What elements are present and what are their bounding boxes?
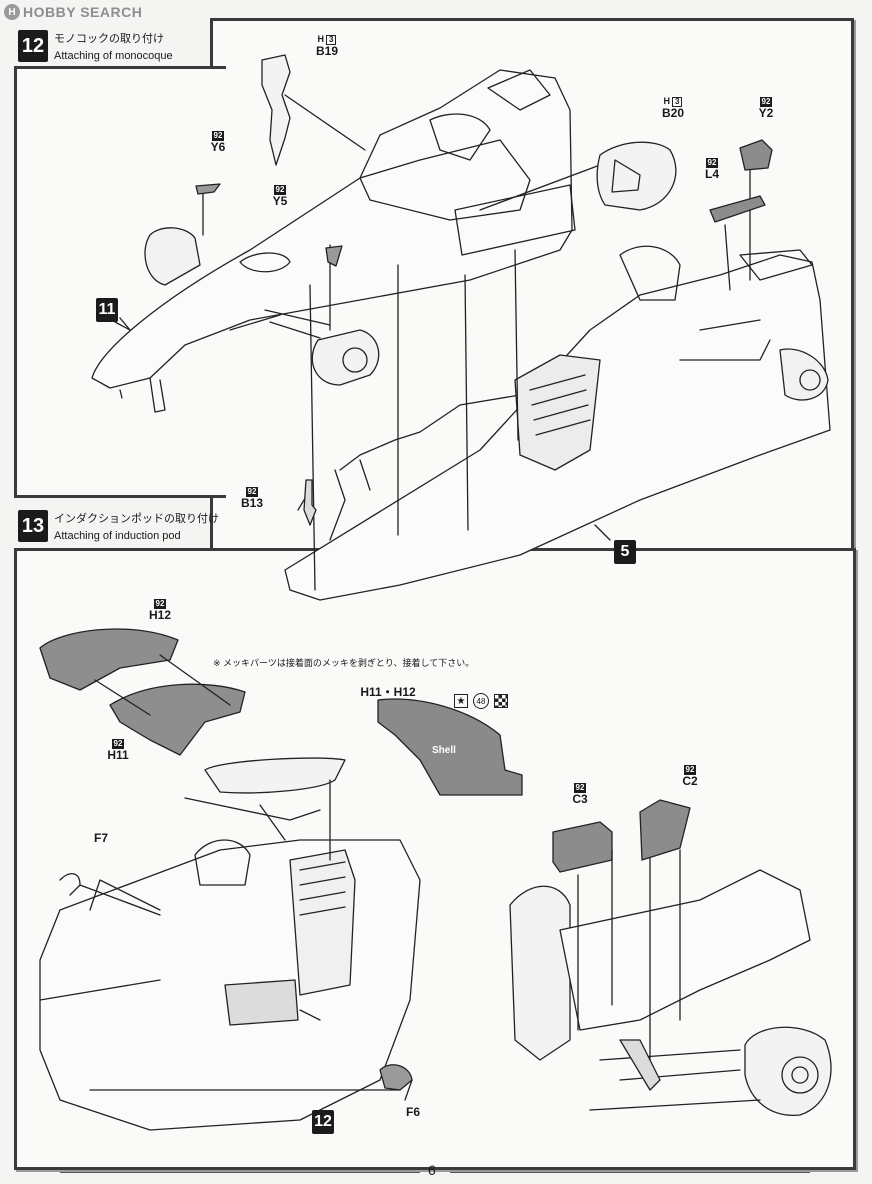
- label-c3: 92 C3: [564, 780, 596, 806]
- step-ref-11: 11: [96, 298, 118, 322]
- step13-title-en: Attaching of induction pod: [54, 530, 181, 542]
- step-ref-5: 5: [614, 540, 636, 564]
- rear-wheel: [744, 1026, 832, 1116]
- b20-sprue: H: [663, 96, 671, 106]
- h12-badge: 92: [153, 599, 167, 609]
- part-c2: [639, 799, 691, 861]
- l4-badge: 92: [705, 158, 719, 168]
- h11-badge: 92: [111, 739, 125, 749]
- label-l4: 92 L4: [696, 155, 728, 181]
- b20-qty: 3: [672, 96, 683, 108]
- label-h12: 92 H12: [140, 596, 180, 622]
- step12-number: 12: [18, 30, 48, 62]
- label-y2: 92 Y2: [750, 94, 782, 120]
- part-b20: [596, 141, 677, 211]
- part-c3: [552, 821, 613, 873]
- step12-frame-left: [14, 66, 226, 498]
- c3-code: C3: [572, 792, 588, 807]
- label-f7: F7: [93, 831, 108, 845]
- step13-header: 13 インダクションポッドの取り付け Attaching of inductio…: [18, 510, 219, 542]
- h12-code: H12: [148, 608, 171, 623]
- label-h11: 92 H11: [98, 736, 138, 762]
- c2-code: C2: [682, 774, 698, 789]
- step13-title-jp: インダクションポッドの取り付け: [54, 513, 219, 525]
- step12-title-en: Attaching of monocoque: [54, 50, 173, 62]
- watermark: H HOBBY SEARCH: [4, 3, 142, 21]
- b20-code: B20: [661, 106, 684, 121]
- part-l4: [709, 195, 766, 223]
- label-c2: 92 C2: [674, 762, 706, 788]
- part-y6: [195, 183, 221, 195]
- y5-badge: 92: [273, 185, 287, 195]
- b13-badge: 92: [245, 487, 259, 497]
- induction-pod-top: [204, 757, 346, 794]
- label-y6: 92 Y6: [198, 128, 238, 154]
- c2-badge: 92: [683, 765, 697, 775]
- y2-badge: 92: [759, 97, 773, 107]
- footer-rule-right: [450, 1172, 810, 1173]
- l4-code: L4: [704, 167, 719, 182]
- step12-title-jp: モノコックの取り付け: [54, 33, 164, 45]
- decal-text: Shell: [432, 745, 456, 756]
- part-y5: [325, 245, 343, 267]
- y5-code: Y5: [272, 194, 288, 209]
- label-decal: H11・H12: [360, 685, 416, 699]
- monocoque-body: [91, 69, 573, 389]
- step-ref-12: 12: [312, 1110, 334, 1134]
- part-h11: [109, 683, 246, 756]
- front-wheel-left: [144, 227, 201, 286]
- y2-code: Y2: [758, 106, 774, 121]
- b19-sprue: H: [317, 34, 325, 44]
- watermark-logo: H: [4, 4, 20, 20]
- footer-rule-left: [60, 1172, 420, 1173]
- front-wheel-right: [311, 329, 380, 386]
- step12-header: 12 モノコックの取り付け Attaching of monocoque: [18, 30, 173, 62]
- decal-number: 48: [473, 693, 489, 709]
- plating-note: ※ メッキパーツは接着面のメッキを剥ぎとり、接着して下さい。: [213, 658, 475, 668]
- b13-code: B13: [240, 496, 263, 511]
- rear-suspension: [509, 885, 571, 1061]
- b19-qty: 3: [326, 34, 337, 46]
- label-f6: F6: [405, 1105, 420, 1119]
- label-y5: 92 Y5: [262, 182, 298, 208]
- y6-code: Y6: [210, 140, 226, 155]
- h11-code: H11: [107, 748, 129, 763]
- decal-shape: [377, 698, 523, 796]
- b19-code: B19: [315, 44, 338, 59]
- decal-icons: ★ 48: [454, 693, 508, 709]
- label-b13: 92 B13: [232, 484, 272, 510]
- c3-badge: 92: [573, 783, 587, 793]
- part-b13: [303, 479, 317, 526]
- page-number: 6: [428, 1162, 436, 1178]
- star-icon: ★: [454, 694, 468, 708]
- part-y2: [739, 139, 773, 171]
- watermark-text: HOBBY SEARCH: [23, 4, 143, 20]
- step13-number: 13: [18, 510, 48, 542]
- y6-badge: 92: [211, 131, 225, 141]
- checker-flag-icon: [494, 694, 508, 708]
- part-b19: [261, 54, 291, 166]
- part-h12: [39, 628, 179, 691]
